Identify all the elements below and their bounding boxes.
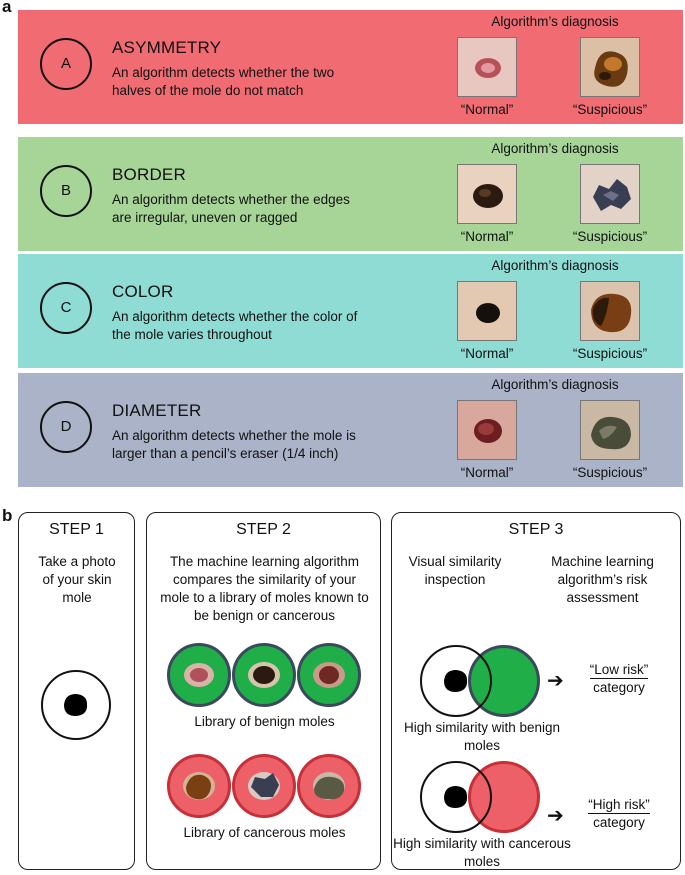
step3-box: STEP 3 Visual similarity inspection Mach…: [391, 512, 681, 870]
mole-photo-icon: [183, 772, 215, 800]
mole-photo-icon: [591, 293, 632, 333]
benign-mole-circle: [167, 643, 231, 707]
benign-similarity-caption: High similarity with benign moles: [403, 720, 561, 753]
mole-photo-icon: [474, 419, 502, 443]
suspicious-mole-image: [580, 164, 640, 224]
criterion-description: An algorithm detects whether the two hal…: [112, 65, 335, 98]
low-risk-line2: category: [593, 680, 645, 695]
mole-photo-icon: [248, 772, 280, 800]
mole-photo-icon: [248, 662, 280, 688]
criterion-letter-circle: D: [40, 401, 92, 453]
diagnosis-header: Algorithm’s diagnosis: [491, 258, 619, 273]
arrow-icon: ➔: [547, 805, 564, 827]
cancer-similarity-caption: High similarity with cancerous moles: [393, 836, 571, 869]
suspicious-mole-image: [580, 37, 640, 97]
user-mole-outline-circle: [420, 645, 492, 717]
mole-icon: [444, 670, 468, 692]
high-risk-line2: category: [593, 815, 645, 830]
suspicious-mole-image: [580, 400, 640, 460]
step2-title: STEP 2: [236, 521, 291, 538]
criterion-description: An algorithm detects whether the color o…: [112, 309, 358, 342]
mole-icon: [444, 786, 468, 808]
high-risk-line1: “High risk”: [588, 797, 650, 814]
normal-mole-image: [457, 400, 517, 460]
step3-risk-header: Machine learning algorithm’s risk assess…: [551, 554, 654, 605]
suspicious-label: “Suspicious”: [572, 229, 648, 244]
diameter-band: D DIAMETER An algorithm detects whether …: [18, 373, 683, 487]
normal-label: “Normal”: [460, 465, 514, 480]
benign-mole-circle: [232, 643, 296, 707]
normal-mole-image: [457, 164, 517, 224]
suspicious-label: “Suspicious”: [572, 346, 648, 361]
border-band: B BORDER An algorithm detects whether th…: [18, 137, 683, 251]
cancer-mole-circle: [297, 754, 361, 818]
mole-photo-icon: [594, 51, 628, 87]
mole-icon: [64, 694, 88, 716]
normal-mole-image: [457, 37, 517, 97]
low-risk-label: “Low risk”category: [574, 661, 664, 697]
step2-text: The machine learning algorithm compares …: [160, 554, 369, 623]
benign-mole-circle: [297, 643, 361, 707]
user-mole-circle: [41, 670, 111, 740]
criterion-letter-circle: B: [40, 165, 92, 217]
suspicious-label: “Suspicious”: [572, 102, 648, 117]
normal-label: “Normal”: [460, 229, 514, 244]
cancer-mole-circle: [232, 754, 296, 818]
criterion-description: An algorithm detects whether the mole is…: [112, 428, 356, 461]
mole-photo-icon: [475, 58, 501, 78]
arrow-icon: ➔: [547, 670, 564, 692]
mole-photo-icon: [184, 663, 214, 687]
panel-b-label: b: [2, 506, 13, 525]
mole-photo-icon: [591, 416, 631, 450]
suspicious-label: “Suspicious”: [572, 465, 648, 480]
step1-title: STEP 1: [49, 521, 104, 538]
cancer-library-caption: Library of cancerous moles: [183, 825, 346, 840]
normal-label: “Normal”: [460, 346, 514, 361]
cancer-mole-circle: [167, 754, 231, 818]
normal-label: “Normal”: [460, 102, 514, 117]
criterion-description: An algorithm detects whether the edges a…: [112, 192, 350, 225]
normal-mole-image: [457, 281, 517, 341]
high-risk-label: “High risk”category: [574, 796, 664, 832]
asymmetry-band: A ASYMMETRY An algorithm detects whether…: [18, 10, 683, 124]
mole-photo-icon: [593, 179, 631, 211]
mole-photo-icon: [313, 662, 345, 688]
step3-title: STEP 3: [508, 521, 564, 538]
low-risk-line1: “Low risk”: [589, 662, 649, 679]
user-mole-outline-circle: [420, 761, 492, 833]
mole-photo-icon: [473, 184, 503, 208]
step1-box: STEP 1 Take a photo of your skin mole: [18, 512, 135, 870]
step1-text: Take a photo of your skin mole: [38, 554, 116, 605]
criterion-letter-circle: A: [40, 38, 92, 90]
criterion-title: COLOR: [112, 282, 174, 301]
color-band: C COLOR An algorithm detects whether the…: [18, 254, 683, 368]
diagnosis-header: Algorithm’s diagnosis: [491, 14, 619, 29]
mole-photo-icon: [313, 772, 345, 800]
step2-box: STEP 2 The machine learning algorithm co…: [146, 512, 381, 870]
criterion-title: BORDER: [112, 165, 186, 184]
diagnosis-header: Algorithm’s diagnosis: [491, 377, 619, 392]
mole-photo-icon: [476, 303, 500, 323]
diagnosis-header: Algorithm’s diagnosis: [491, 141, 619, 156]
panel-a-label: a: [2, 0, 12, 16]
benign-library-caption: Library of benign moles: [194, 714, 335, 729]
suspicious-mole-image: [580, 281, 640, 341]
criterion-letter-circle: C: [40, 282, 92, 334]
step3-visual-header: Visual similarity inspection: [408, 554, 502, 587]
criterion-title: DIAMETER: [112, 401, 202, 420]
criterion-title: ASYMMETRY: [112, 38, 222, 57]
